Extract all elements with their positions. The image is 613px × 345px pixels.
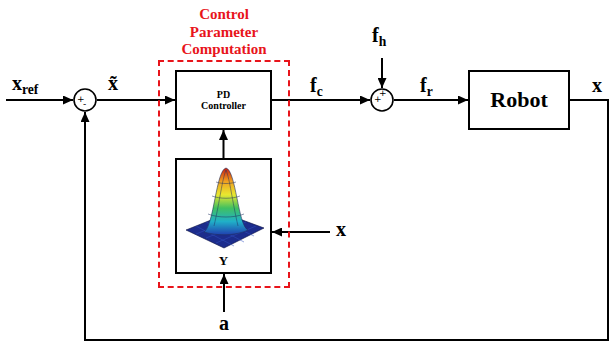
signal-connector xyxy=(85,100,608,340)
signal-connector xyxy=(394,99,468,101)
force-label: fh xyxy=(370,24,388,46)
signal-connector xyxy=(97,99,175,101)
signal-label: fr xyxy=(418,74,435,96)
controller-box: PD Controller xyxy=(175,70,272,130)
signal-label: fc xyxy=(308,74,325,96)
model-box: Y xyxy=(175,158,272,274)
box-label: Y xyxy=(177,254,270,269)
signal-connector xyxy=(272,99,370,101)
group-heading: Control Parameter Computation xyxy=(182,6,267,58)
signal-connector xyxy=(223,130,225,158)
signal-label: x̃ xyxy=(106,72,120,94)
gaussian-surface xyxy=(186,168,264,248)
reference-label: xref xyxy=(10,72,40,94)
sign-text: - xyxy=(83,99,86,109)
state-label: x xyxy=(334,218,348,240)
sign-text: + xyxy=(379,88,387,98)
box-label: PD Controller xyxy=(201,89,246,112)
box-label: Robot xyxy=(490,87,547,112)
summing-junction: +- xyxy=(73,88,97,112)
disturbance-line xyxy=(381,58,383,88)
summing-junction: ++ xyxy=(370,88,394,112)
state-input-line xyxy=(272,231,330,233)
robot-box: Robot xyxy=(468,70,570,130)
parameter-group: Control Parameter ComputationPD Controll… xyxy=(158,60,290,288)
parameter-input-line xyxy=(223,274,225,312)
parameter-label: a xyxy=(217,312,231,334)
input-line xyxy=(6,99,73,101)
signal-label: x xyxy=(590,74,604,96)
